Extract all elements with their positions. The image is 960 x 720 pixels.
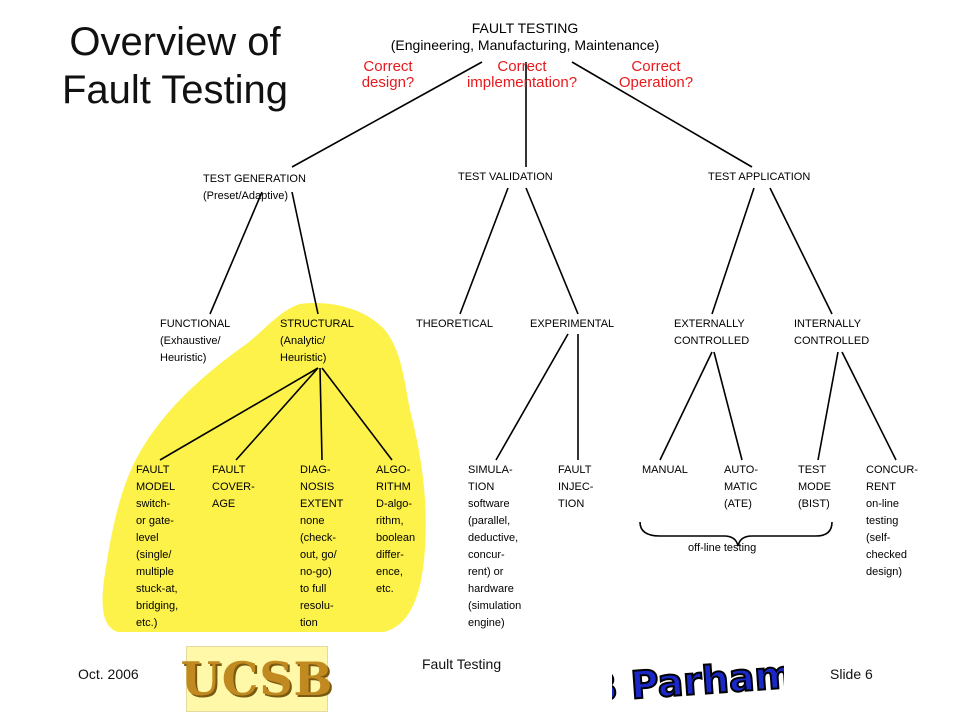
node-automatic: AUTO- MATIC (ATE) [724, 464, 759, 510]
node-sublabel: (Preset/Adaptive) [203, 190, 288, 202]
root-sublabel: (Engineering, Manufacturing, Maintenance… [390, 37, 660, 53]
structural-highlight-blob [102, 303, 426, 632]
node-concurrent: CONCUR- RENT on-line testing (self- chec… [866, 464, 918, 578]
node-experimental: EXPERIMENTAL [530, 318, 615, 330]
ucsb-logo-text: UCSB [180, 652, 334, 706]
node-theoretical: THEORETICAL [416, 318, 494, 330]
node-label: TEST GENERATION [203, 173, 306, 185]
node-test-validation: TEST VALIDATION [458, 171, 553, 183]
footer-date: Oct. 2006 [78, 666, 139, 682]
ucsb-logo: UCSB [181, 646, 332, 712]
question-operation: Correct Operation? [604, 59, 708, 91]
root-node: FAULT TESTING (Engineering, Manufacturin… [330, 20, 720, 54]
off-line-testing-label: off-line testing [688, 542, 757, 554]
node-manual: MANUAL [642, 464, 688, 476]
question-line2: design? [361, 74, 415, 91]
node-internally-controlled: INTERNALLY CONTROLLED [794, 318, 870, 347]
question-line1: Correct [363, 58, 413, 75]
question-implementation: Correct implementation? [448, 59, 596, 91]
node-test-generation: TEST GENERATION (Preset/Adaptive) [203, 171, 306, 205]
question-line1: Correct [497, 58, 547, 75]
node-test-application: TEST APPLICATION [708, 171, 811, 183]
node-fault-model: FAULT MODEL switch- or gate- level (sing… [136, 464, 179, 629]
node-diagnosis-extent: DIAG- NOSIS EXTENT none (check- out, go/… [300, 464, 344, 629]
parhami-logo: B Parhami [586, 644, 809, 714]
question-line2: implementation? [466, 74, 578, 91]
node-externally-controlled: EXTERNALLY CONTROLLED [674, 318, 750, 347]
slide-title-line1: Overview of [69, 20, 281, 64]
node-structural: STRUCTURAL (Analytic/ Heuristic) [280, 318, 354, 364]
question-line2: Operation? [618, 74, 694, 91]
node-simulation: SIMULA- TION software (parallel, deducti… [468, 464, 522, 629]
node-functional: FUNCTIONAL (Exhaustive/ Heuristic) [160, 318, 231, 364]
footer-slide-number: Slide 6 [830, 666, 873, 682]
slide-title: Overview of Fault Testing [30, 18, 320, 114]
footer-title: Fault Testing [422, 656, 502, 672]
question-line1: Correct [631, 58, 681, 75]
slide-title-line2: Fault Testing [61, 68, 289, 112]
node-test-mode: TEST MODE (BIST) [798, 464, 831, 510]
root-label: FAULT TESTING [471, 20, 579, 36]
tree-edges [159, 61, 897, 547]
node-algorithm: ALGO- RITHM D-algo- rithm, boolean diffe… [376, 464, 416, 595]
svg-text:B Parhami: B Parhami [612, 651, 784, 710]
node-fault-injection: FAULT INJEC- TION [558, 464, 594, 510]
question-design: Correct design? [346, 59, 430, 91]
node-fault-coverage: FAULT COVER- AGE [212, 464, 255, 510]
parhami-logo-graphic: B Parhami [586, 650, 809, 711]
